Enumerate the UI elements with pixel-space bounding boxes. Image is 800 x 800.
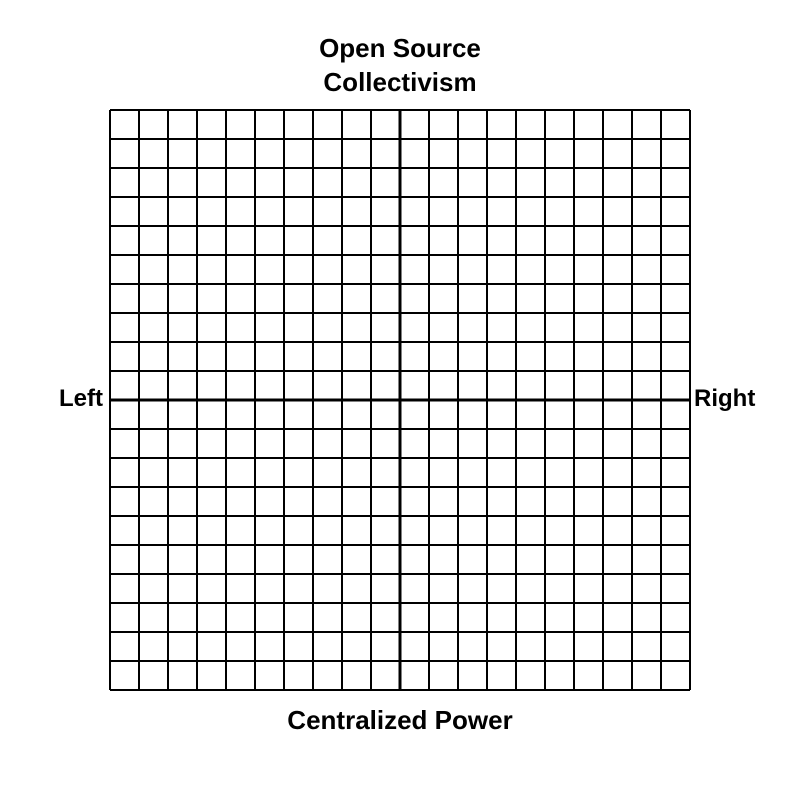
top-axis-label-line2: Collectivism	[323, 67, 477, 97]
top-axis-label: Open Source Collectivism	[0, 31, 800, 99]
right-axis-label: Right	[694, 385, 756, 412]
left-axis-label: Left	[59, 385, 103, 412]
top-axis-label-line1: Open Source	[319, 33, 481, 63]
bottom-axis-label: Centralized Power	[287, 705, 513, 735]
